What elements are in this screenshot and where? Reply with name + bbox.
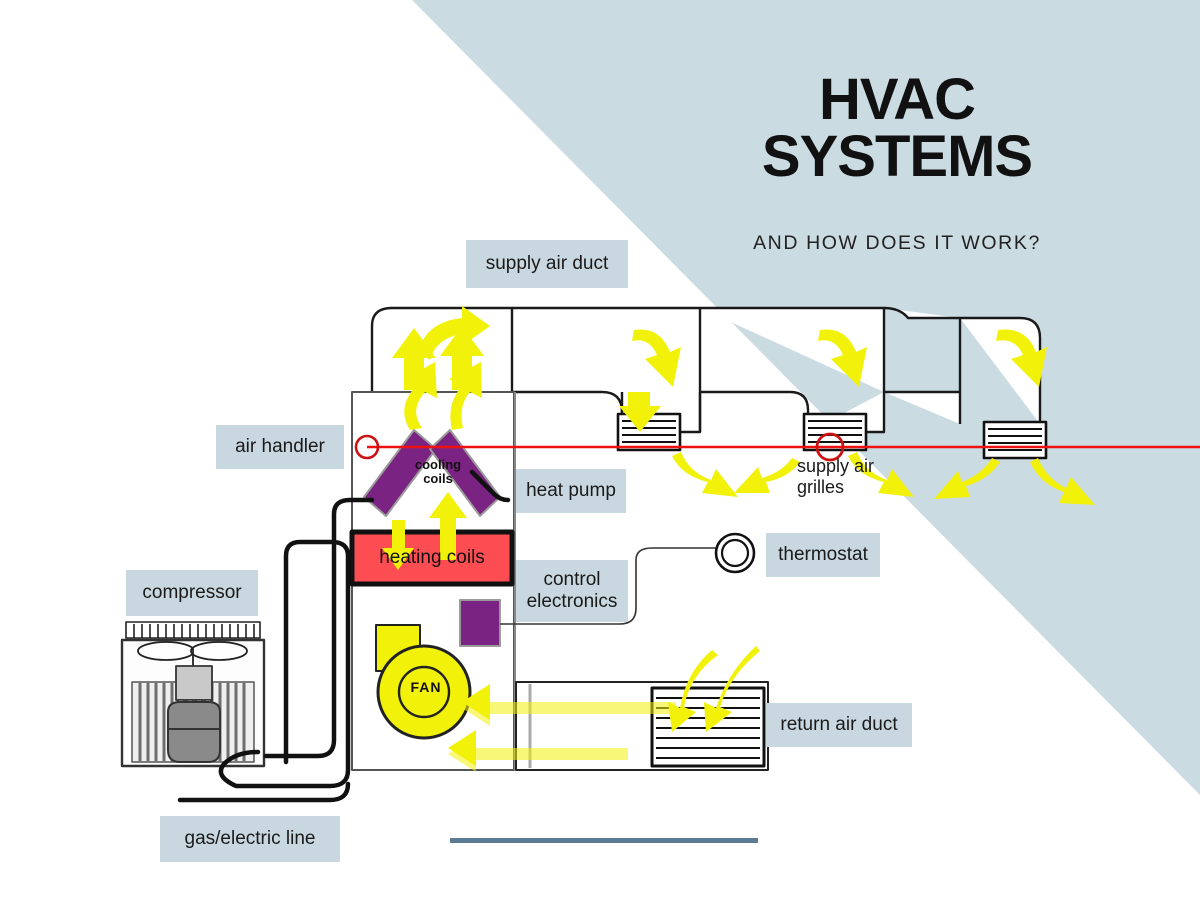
compressor-unit [120,621,266,768]
blue-diagonal-wedge [412,0,1200,795]
label-supply-air-duct: supply air duct [466,240,628,288]
heating-coils-label: heating coils [379,547,485,568]
label-supply-air-grilles: supply air grilles [797,455,885,499]
label-compressor: compressor [126,570,258,616]
duct-trunk-lower-2 [700,390,810,432]
thermostat-dial-inner [720,538,750,568]
page-subtitle: AND HOW DOES IT WORK? [753,232,1041,254]
supply-air-grilles-line-2: grilles [797,477,845,497]
title-line-2: SYSTEMS [761,123,1033,189]
duct-trunk-upper-3 [883,306,960,320]
duct-trunk-lower-3 [884,390,962,424]
supply-air-grilles-line-1: supply air [797,455,875,476]
cooling-coils-label: cooling coils [414,457,462,487]
control-electronics-leader [500,547,722,625]
title-line-1: HVAC [818,67,976,132]
supply-air-grille-3 [982,420,1048,460]
refrigerant-lines [218,469,511,789]
duct-trunk-lower-1 [512,390,624,432]
air-handler-cabinet-right [514,392,516,770]
gas-electric-line [177,781,351,803]
label-gas-electric-line: gas/electric line [160,816,340,862]
label-thermostat: thermostat [766,533,880,577]
airflow-arrows [382,306,1095,772]
page-title: HVAC SYSTEMS [682,67,1112,189]
red-refrigerant-indicator [354,432,1200,462]
control-electronics-line-1: control [543,568,601,590]
supply-air-grille-2 [802,412,868,452]
control-electronics-module [459,599,501,647]
control-electronics-line-2: electronics [526,591,618,612]
blower-fan [375,624,472,740]
label-heat-pump: heat pump [516,469,626,513]
heating-coils [349,529,515,587]
label-air-handler: air handler [216,425,344,469]
cooling-coils [363,429,501,517]
fan-label: FAN [410,679,442,695]
label-return-air-duct: return air duct [766,703,912,747]
label-control-electronics: control electronics [516,560,628,622]
bottom-rule [450,838,758,843]
duct-elbow-left [370,306,514,392]
